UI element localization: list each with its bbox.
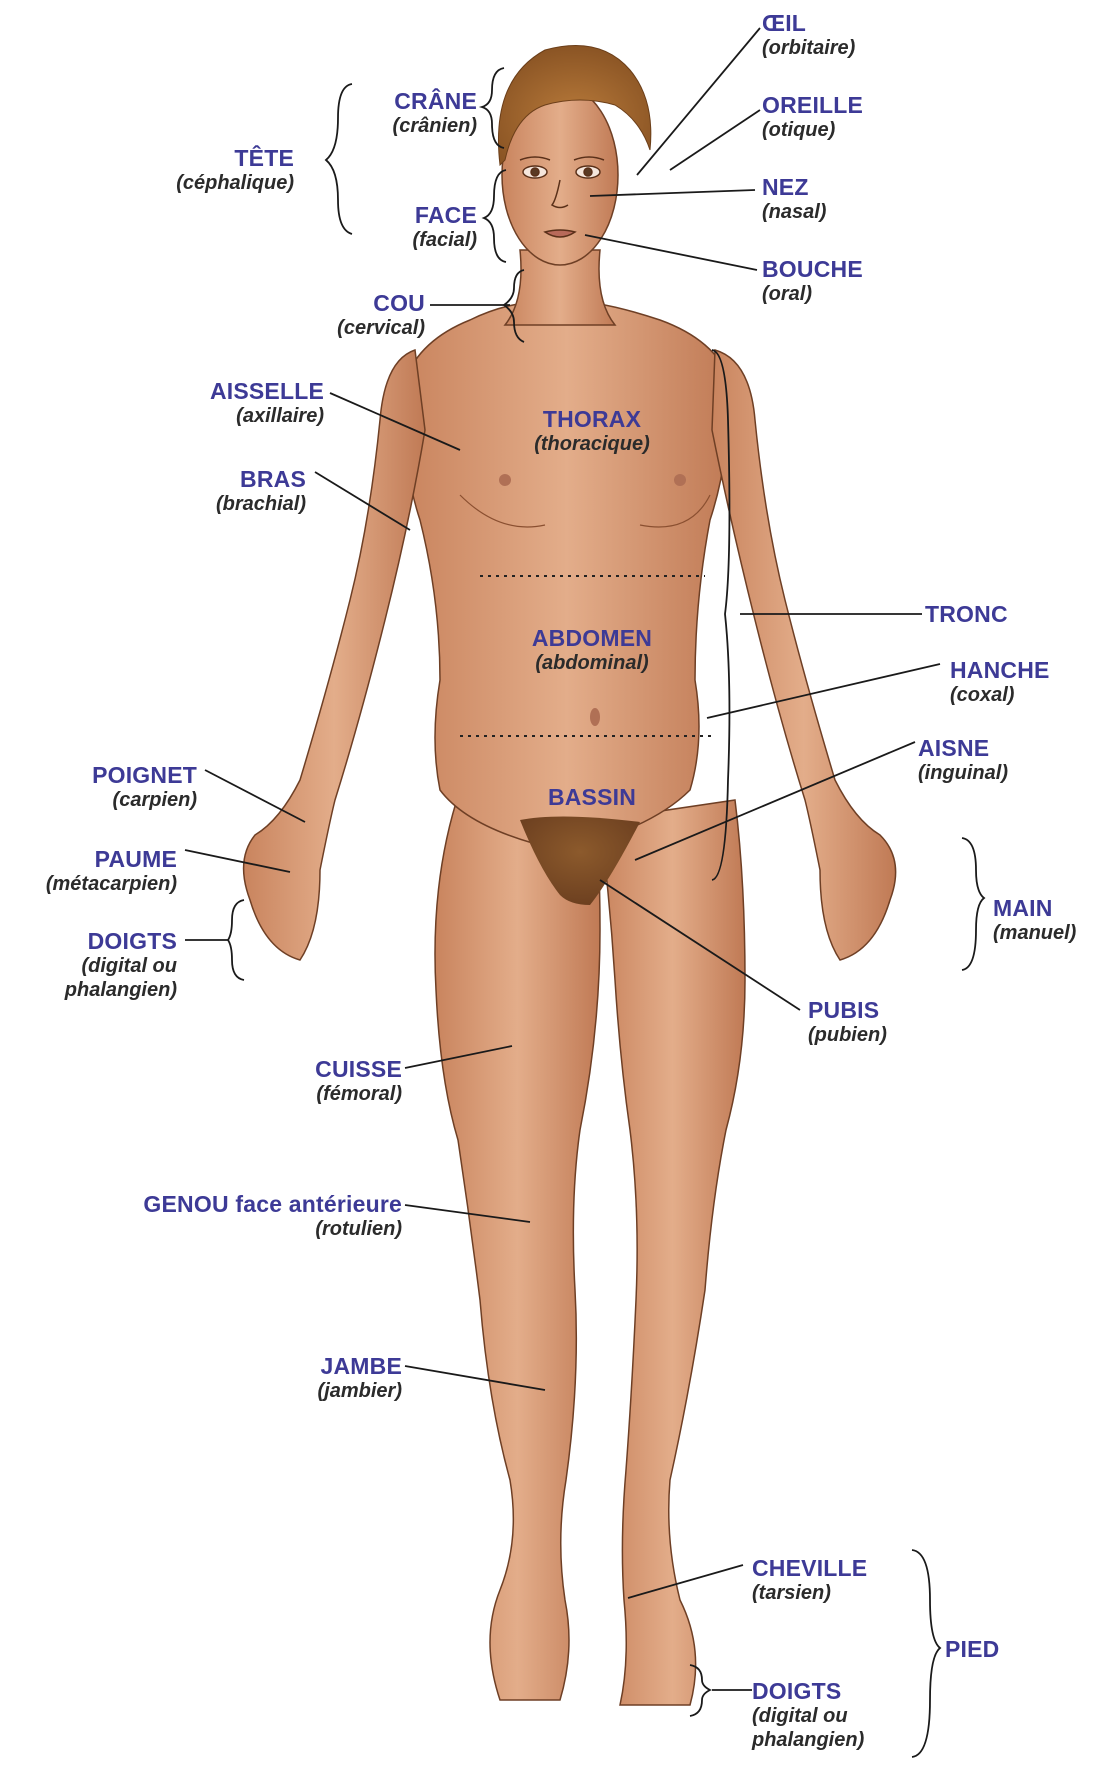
label-face-sub: (facial): [413, 229, 477, 253]
leader-hanche: [707, 664, 940, 718]
label-main: MAIN (manuel): [993, 895, 1076, 946]
label-nez-sub: (nasal): [762, 201, 826, 225]
label-pubis-sub: (pubien): [808, 1024, 887, 1048]
label-thorax-title: THORAX: [512, 406, 672, 433]
label-bassin-title: BASSIN: [522, 784, 662, 811]
bracket-doigts-main: [228, 900, 244, 980]
label-oreille-sub: (otique): [762, 119, 863, 143]
label-oreille: OREILLE (otique): [762, 92, 863, 143]
label-abdomen-title: ABDOMEN: [507, 625, 677, 652]
label-cheville-sub: (tarsien): [752, 1582, 867, 1606]
label-thorax: THORAX (thoracique): [512, 406, 672, 457]
label-cuisse-sub: (fémoral): [315, 1083, 402, 1107]
label-abdomen: ABDOMEN (abdominal): [507, 625, 677, 676]
label-cou-sub: (cervical): [337, 317, 425, 341]
label-cou-title: COU: [337, 290, 425, 317]
bracket-tete: [326, 84, 352, 234]
label-jambe-title: JAMBE: [318, 1353, 402, 1380]
label-pubis-title: PUBIS: [808, 997, 887, 1024]
label-paume-title: PAUME: [46, 846, 177, 873]
label-hanche: HANCHE (coxal): [950, 657, 1050, 708]
label-genou-title: GENOU face antérieure: [143, 1191, 402, 1218]
leader-oeil: [637, 28, 760, 175]
label-pied-title: PIED: [945, 1636, 999, 1663]
label-aisselle-sub: (axillaire): [210, 405, 324, 429]
bracket-pied: [912, 1550, 940, 1757]
label-doigts-main-sub1: (digital ou: [65, 955, 177, 979]
label-tete-sub: (céphalique): [176, 172, 294, 196]
label-oeil-title: ŒIL: [762, 10, 855, 37]
label-aisne-sub: (inguinal): [918, 762, 1008, 786]
label-doigts-pied-sub1: (digital ou: [752, 1705, 864, 1729]
label-tronc: TRONC: [925, 601, 1008, 628]
label-doigts-main-title: DOIGTS: [65, 928, 177, 955]
bracket-main: [962, 838, 984, 970]
label-thorax-sub: (thoracique): [512, 433, 672, 457]
label-cuisse-title: CUISSE: [315, 1056, 402, 1083]
label-cheville: CHEVILLE (tarsien): [752, 1555, 867, 1606]
left-leg: [435, 790, 600, 1700]
label-tronc-title: TRONC: [925, 601, 1008, 628]
label-pubis: PUBIS (pubien): [808, 997, 887, 1048]
label-cou: COU (cervical): [337, 290, 425, 341]
label-face-title: FACE: [413, 202, 477, 229]
label-genou: GENOU face antérieure (rotulien): [143, 1191, 402, 1242]
label-bouche: BOUCHE (oral): [762, 256, 863, 307]
label-abdomen-sub: (abdominal): [507, 652, 677, 676]
label-poignet-sub: (carpien): [92, 789, 197, 813]
leader-bouche: [585, 235, 757, 270]
label-paume: PAUME (métacarpien): [46, 846, 177, 897]
label-bras-title: BRAS: [216, 466, 306, 493]
label-doigts-pied-title: DOIGTS: [752, 1678, 864, 1705]
label-doigts-pied-sub2: phalangien): [752, 1729, 864, 1753]
label-doigts-main: DOIGTS (digital ou phalangien): [65, 928, 177, 1002]
label-crane-sub: (crânien): [393, 115, 477, 139]
label-jambe-sub: (jambier): [318, 1380, 402, 1404]
label-cuisse: CUISSE (fémoral): [315, 1056, 402, 1107]
label-bouche-sub: (oral): [762, 283, 863, 307]
label-aisselle-title: AISSELLE: [210, 378, 324, 405]
label-nez: NEZ (nasal): [762, 174, 826, 225]
label-face: FACE (facial): [413, 202, 477, 253]
label-oeil-sub: (orbitaire): [762, 37, 855, 61]
label-doigts-pied: DOIGTS (digital ou phalangien): [752, 1678, 864, 1752]
label-aisselle: AISSELLE (axillaire): [210, 378, 324, 429]
label-tete-title: TÊTE: [176, 145, 294, 172]
label-poignet-title: POIGNET: [92, 762, 197, 789]
label-pied: PIED: [945, 1636, 999, 1663]
label-bouche-title: BOUCHE: [762, 256, 863, 283]
label-poignet: POIGNET (carpien): [92, 762, 197, 813]
label-crane: CRÂNE (crânien): [393, 88, 477, 139]
label-main-sub: (manuel): [993, 922, 1076, 946]
label-crane-title: CRÂNE: [393, 88, 477, 115]
label-cheville-title: CHEVILLE: [752, 1555, 867, 1582]
label-hanche-sub: (coxal): [950, 684, 1050, 708]
label-hanche-title: HANCHE: [950, 657, 1050, 684]
label-oeil: ŒIL (orbitaire): [762, 10, 855, 61]
leader-poignet: [205, 770, 305, 822]
label-aisne: AISNE (inguinal): [918, 735, 1008, 786]
right-leg: [600, 800, 745, 1705]
label-nez-title: NEZ: [762, 174, 826, 201]
label-bras: BRAS (brachial): [216, 466, 306, 517]
label-aisne-title: AISNE: [918, 735, 1008, 762]
label-genou-sub: (rotulien): [143, 1218, 402, 1242]
label-oreille-title: OREILLE: [762, 92, 863, 119]
label-bassin: BASSIN: [522, 784, 662, 811]
label-bras-sub: (brachial): [216, 493, 306, 517]
label-tete: TÊTE (céphalique): [176, 145, 294, 196]
label-doigts-main-sub2: phalangien): [65, 979, 177, 1003]
label-paume-sub: (métacarpien): [46, 873, 177, 897]
label-main-title: MAIN: [993, 895, 1076, 922]
label-jambe: JAMBE (jambier): [318, 1353, 402, 1404]
